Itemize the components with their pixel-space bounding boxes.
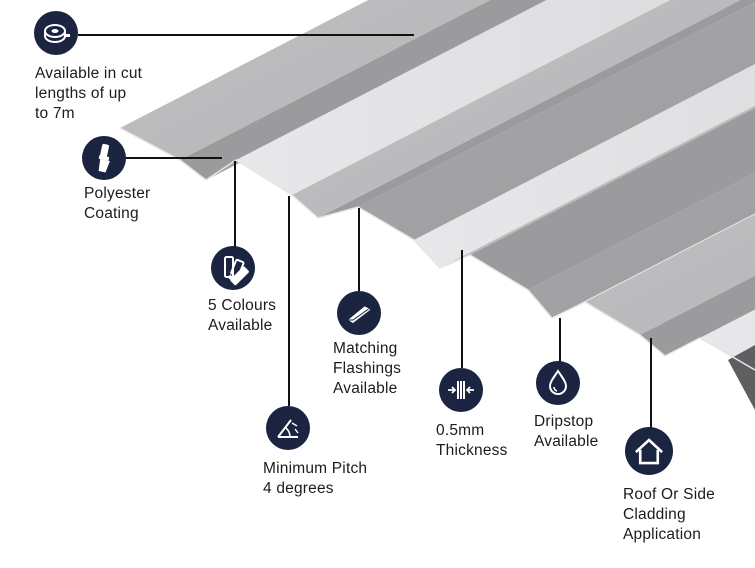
- sheet-end-face: [728, 345, 755, 410]
- sheet-front-edge: [119, 127, 755, 371]
- sheet-facet: [292, 0, 741, 218]
- leader-line-colours: [234, 161, 236, 247]
- sheet-facet: [318, 0, 755, 218]
- sheet-facet: [414, 64, 755, 268]
- sheet-facet: [640, 275, 755, 356]
- leader-line-flashings: [358, 208, 360, 292]
- house-icon: [626, 428, 672, 474]
- sheet-facet: [528, 172, 755, 318]
- colour-swatch-icon: [212, 247, 254, 289]
- angle-pitch-icon: [267, 407, 309, 449]
- leader-line-application: [650, 338, 652, 428]
- leader-line-cut-lengths: [78, 34, 414, 36]
- leader-line-minimum-pitch: [288, 196, 290, 406]
- flashing-icon: [338, 292, 380, 334]
- sheet-facet: [120, 0, 491, 160]
- leader-line-thickness: [461, 250, 463, 368]
- water-drop-icon: [537, 362, 579, 404]
- tape-measure-icon: [35, 12, 77, 54]
- sheet-facet: [470, 108, 755, 290]
- sheet-facet: [358, 2, 755, 240]
- leader-line-polyester-coating: [124, 157, 222, 159]
- sheet-facet: [585, 214, 755, 335]
- thickness-icon: [440, 369, 482, 411]
- sheet-facet: [440, 105, 755, 268]
- sheet-facet: [552, 213, 755, 318]
- paint-brush-icon: [83, 137, 125, 179]
- leader-line-dripstop: [559, 318, 561, 362]
- sheet-facet: [236, 0, 671, 195]
